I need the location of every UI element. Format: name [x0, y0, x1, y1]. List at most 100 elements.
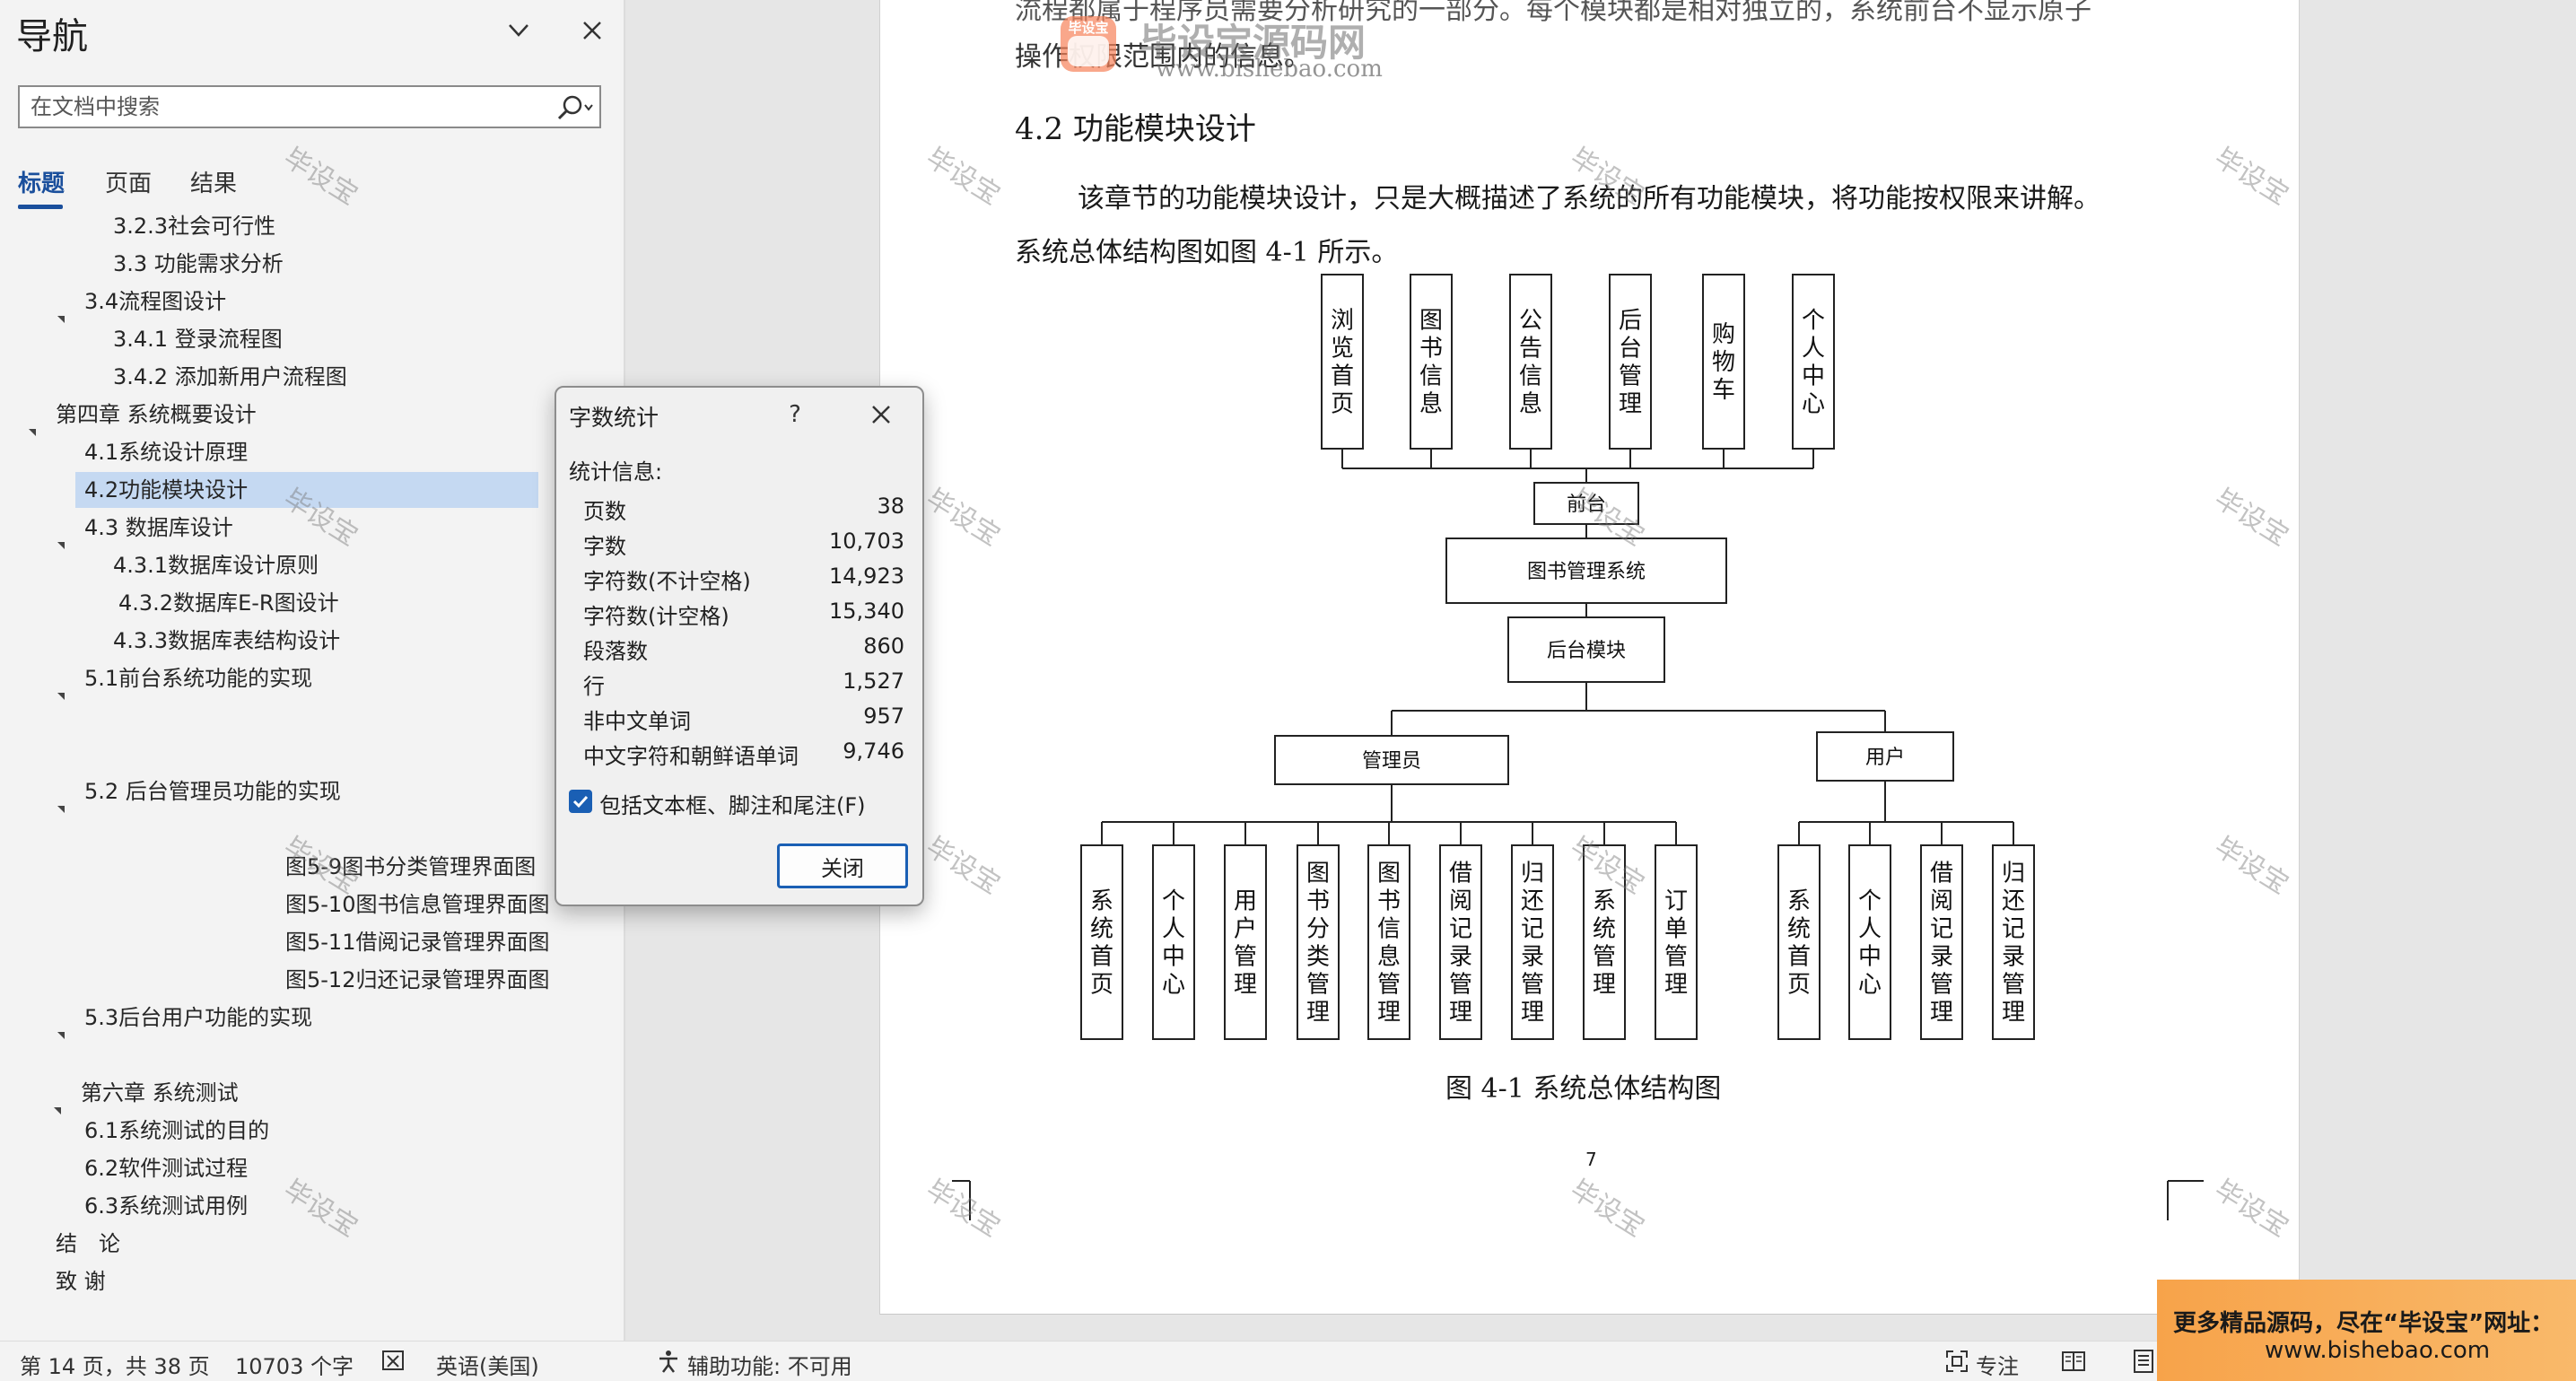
- nav-heading-item[interactable]: 3.4流程图设计: [84, 289, 227, 314]
- nav-heading-item[interactable]: 4.3 数据库设计: [84, 515, 233, 540]
- user-module-label: 个人中心: [1858, 888, 1882, 999]
- nav-heading-item[interactable]: 第六章 系统测试: [81, 1080, 239, 1106]
- search-icon[interactable]: [549, 91, 596, 125]
- stat-label: 非中文单词: [583, 709, 691, 734]
- nav-heading-item[interactable]: 3.3 功能需求分析: [113, 251, 284, 276]
- nav-heading-item[interactable]: 5.1前台系统功能的实现: [84, 666, 313, 691]
- nav-heading-item[interactable]: 3.4.1 登录流程图: [113, 327, 283, 352]
- front-module-label: 购物车: [1712, 321, 1735, 404]
- nav-heading-item[interactable]: 第四章 系统概要设计: [56, 402, 257, 427]
- admin-module-box: [1439, 844, 1482, 1040]
- admin-module-box: [1511, 844, 1554, 1040]
- site-logo-icon: 毕设宝: [1061, 16, 1116, 72]
- nav-heading-item[interactable]: 4.3.1数据库设计原则: [113, 553, 319, 578]
- front-module-box: [1509, 274, 1552, 450]
- nav-heading-item[interactable]: 图5-9图书分类管理界面图: [285, 854, 537, 879]
- stat-value: 15,340: [829, 599, 904, 624]
- body-text-line: 系统总体结构图如图 4-1 所示。: [1015, 237, 1399, 268]
- admin-module-box: [1080, 844, 1123, 1040]
- stat-label: 中文字符和朝鲜语单词: [583, 744, 799, 769]
- tree-expand-icon[interactable]: [29, 429, 36, 436]
- read-mode-icon[interactable]: [2060, 1348, 2087, 1375]
- tab-results[interactable]: 结果: [190, 170, 238, 197]
- front-module-label: 后台管理: [1619, 308, 1642, 418]
- nav-heading-item[interactable]: 6.2软件测试过程: [84, 1156, 249, 1181]
- user-node-box: [1816, 731, 1954, 782]
- nav-heading-item[interactable]: 3.4.2 添加新用户流程图: [113, 364, 347, 389]
- promo-banner[interactable]: 更多精品源码，尽在“毕设宝”网址： www.bishebao.com: [2157, 1280, 2576, 1381]
- admin-module-box: [1297, 844, 1340, 1040]
- chevron-down-icon[interactable]: [499, 11, 538, 50]
- close-button[interactable]: 关闭: [777, 843, 908, 888]
- root-node-box: [1445, 538, 1727, 604]
- tree-expand-icon[interactable]: [57, 542, 65, 549]
- print-layout-icon[interactable]: [2130, 1348, 2157, 1375]
- admin-module-label: 借阅记录管理: [1449, 861, 1472, 1027]
- nav-heading-item[interactable]: 3.2.3社会可行性: [113, 214, 276, 239]
- nav-heading-item[interactable]: 图5-11借阅记录管理界面图: [285, 930, 550, 955]
- help-icon[interactable]: ?: [789, 401, 801, 428]
- focus-mode-button[interactable]: 专注: [1976, 1354, 2019, 1379]
- tab-pages[interactable]: 页面: [105, 170, 153, 197]
- stat-label: 字符数(不计空格): [583, 569, 751, 594]
- focus-icon[interactable]: [1943, 1348, 1970, 1375]
- nav-heading-item[interactable]: 致 谢: [56, 1269, 106, 1294]
- admin-module-label: 图书信息管理: [1377, 861, 1401, 1027]
- tab-headings[interactable]: 标题: [18, 170, 65, 197]
- accessibility-icon[interactable]: [655, 1348, 682, 1375]
- nav-heading-item[interactable]: 结 论: [56, 1231, 120, 1256]
- tree-expand-icon[interactable]: [54, 1107, 61, 1114]
- body-text-line: 流程都属于程序员需要分析研究的一部分。每个模块都是相对独立的，系统前台不显示原子: [1015, 0, 2091, 26]
- nav-heading-item[interactable]: 图5-10图书信息管理界面图: [285, 892, 550, 917]
- front-module-box: [1321, 274, 1364, 450]
- nav-heading-item[interactable]: 5.2 后台管理员功能的实现: [84, 779, 341, 804]
- stat-value: 14,923: [829, 564, 904, 589]
- nav-heading-item[interactable]: 4.3.2数据库E-R图设计: [118, 590, 339, 616]
- include-textboxes-checkbox[interactable]: [569, 790, 592, 813]
- user-module-box: [1992, 844, 2035, 1040]
- nav-heading-item[interactable]: 4.3.3数据库表结构设计: [113, 628, 341, 653]
- include-textboxes-label[interactable]: 包括文本框、脚注和尾注(F): [599, 793, 866, 818]
- stats-section-label: 统计信息:: [569, 459, 663, 485]
- admin-module-label: 系统管理: [1593, 888, 1616, 999]
- search-input[interactable]: [20, 87, 540, 127]
- nav-heading-item[interactable]: 5.3后台用户功能的实现: [84, 1005, 313, 1030]
- nav-heading-item[interactable]: 6.1系统测试的目的: [84, 1118, 270, 1143]
- site-name-watermark: 毕设宝源码网: [1140, 21, 1367, 65]
- tree-expand-icon[interactable]: [57, 1032, 65, 1039]
- proofing-icon[interactable]: [380, 1348, 407, 1375]
- admin-module-label: 订单管理: [1664, 888, 1688, 999]
- user-module-label: 系统首页: [1787, 888, 1811, 999]
- accessibility-status[interactable]: 辅助功能: 不可用: [687, 1354, 852, 1379]
- nav-heading-item[interactable]: 4.2功能模块设计: [75, 472, 538, 508]
- admin-module-label: 归还记录管理: [1521, 861, 1544, 1027]
- language-indicator[interactable]: 英语(美国): [436, 1354, 539, 1379]
- stat-value: 957: [863, 704, 904, 729]
- word-count-indicator[interactable]: 10703 个字: [235, 1354, 354, 1379]
- close-icon[interactable]: [572, 11, 612, 50]
- front-module-label: 浏览首页: [1331, 308, 1354, 418]
- close-icon[interactable]: [861, 395, 901, 434]
- active-tab-indicator: [18, 205, 63, 209]
- tree-expand-icon[interactable]: [57, 693, 65, 700]
- stat-value: 860: [863, 634, 904, 659]
- front-module-box: [1702, 274, 1745, 450]
- stat-value: 38: [877, 494, 904, 519]
- backend-node-box: [1507, 616, 1665, 683]
- nav-search-box: [18, 85, 601, 128]
- admin-module-box: [1583, 844, 1626, 1040]
- tree-expand-icon[interactable]: [57, 316, 65, 323]
- admin-module-label: 个人中心: [1162, 888, 1185, 999]
- user-module-box: [1777, 844, 1821, 1040]
- document-page[interactable]: 流程都属于程序员需要分析研究的一部分。每个模块都是相对独立的，系统前台不显示原子…: [879, 0, 2300, 1315]
- nav-heading-item[interactable]: 4.1系统设计原理: [84, 440, 249, 465]
- nav-heading-item[interactable]: 6.3系统测试用例: [84, 1193, 249, 1219]
- page-indicator[interactable]: 第 14 页，共 38 页: [20, 1354, 210, 1379]
- dialog-title: 字数统计: [569, 405, 659, 431]
- tree-expand-icon[interactable]: [57, 806, 65, 813]
- nav-heading-item[interactable]: 图5-12归还记录管理界面图: [285, 967, 550, 992]
- front-module-label: 公告信息: [1519, 308, 1542, 418]
